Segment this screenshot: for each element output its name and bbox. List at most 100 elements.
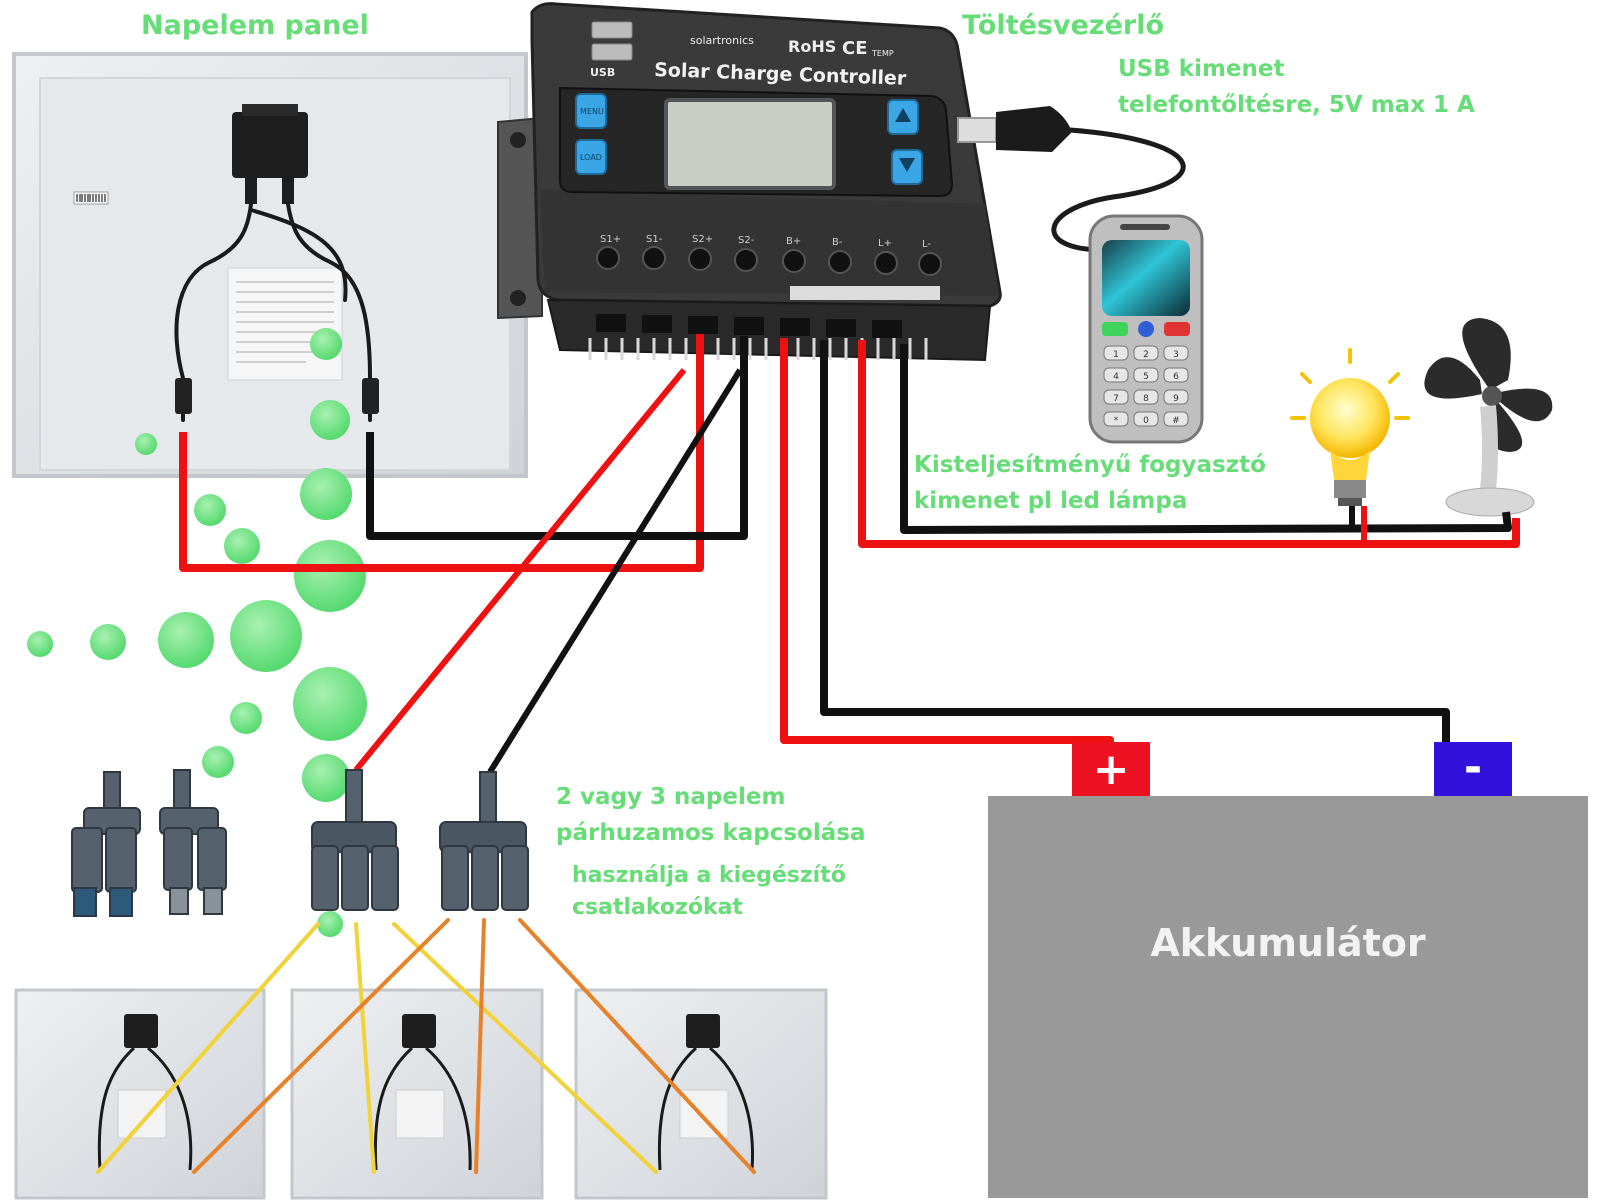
controller-barcode — [790, 286, 940, 300]
phone-key — [1163, 345, 1189, 361]
phone-key-label: * — [1114, 416, 1119, 426]
terminal-label: S1+ — [600, 234, 621, 245]
barcode-sticker — [73, 191, 109, 205]
usb-port-label: USB — [590, 66, 615, 79]
panel-cable — [174, 202, 372, 422]
terminal-label: L- — [922, 239, 931, 250]
battery-minus-sign: - — [1464, 742, 1482, 793]
menu-button-label: MENU — [580, 107, 604, 116]
phone-key-label: 5 — [1143, 372, 1149, 382]
rohs-mark: RoHS — [788, 37, 836, 56]
parallel-label-line1: 2 vagy 3 napelem — [556, 784, 786, 810]
usb-output-label-line1: USB kimenet — [1118, 56, 1285, 82]
phone-key — [1133, 411, 1159, 427]
phone-key-label: 9 — [1173, 394, 1179, 404]
phone-key-label: 2 — [1143, 350, 1149, 360]
parallel-wires — [96, 918, 756, 1174]
terminal-label: S2- — [738, 235, 755, 246]
wires — [179, 334, 1520, 774]
mobile-phone: 1 2 3 4 5 6 7 8 9 * 0 # — [1088, 214, 1204, 444]
load-button[interactable]: LOAD — [575, 139, 607, 175]
terminal-label: L+ — [878, 238, 892, 249]
parallel-positive-wire — [353, 368, 687, 772]
charge-controller: USB solartronics RoHS CE TEMP Solar Char… — [497, 2, 1002, 362]
load-positive-wire — [858, 340, 1520, 548]
usb-output-label-line2: telefontőltésre, 5V max 1 A — [1118, 92, 1475, 118]
battery-body — [988, 796, 1588, 1198]
branch-connectors — [71, 769, 529, 917]
light-bulb — [1290, 348, 1410, 506]
load-output-label-line2: kimenet pl led lámpa — [914, 488, 1188, 514]
y-connector — [71, 771, 141, 917]
main-solar-panel — [12, 52, 528, 478]
lcd-display — [664, 98, 836, 190]
phone-key-label: # — [1172, 416, 1180, 426]
decorative-bubbles — [27, 328, 367, 937]
phone-key-label: 4 — [1113, 372, 1119, 382]
panel-info-label — [227, 267, 343, 381]
ce-mark: CE — [842, 38, 868, 59]
phone-key-label: 8 — [1143, 394, 1149, 404]
load-button-label: LOAD — [580, 153, 602, 162]
phone-key — [1163, 389, 1189, 405]
triple-connector-negative — [439, 771, 529, 911]
triple-connector-positive — [311, 769, 399, 911]
down-button[interactable] — [891, 149, 923, 185]
phone-key-label: 1 — [1113, 350, 1119, 360]
phone-screen — [1102, 240, 1190, 316]
menu-button[interactable]: MENU — [575, 93, 607, 129]
battery: + - Akkumulátor — [988, 742, 1588, 1198]
phone-key — [1103, 411, 1129, 427]
load-negative-wire — [900, 344, 1512, 534]
battery-plus-terminal — [1072, 742, 1150, 796]
small-solar-panel-1 — [14, 988, 266, 1200]
phone-key-label: 0 — [1143, 416, 1149, 426]
terminal-label: S2+ — [692, 234, 713, 245]
terminal-label: B- — [832, 237, 843, 248]
phone-key — [1133, 389, 1159, 405]
phone-keypad: 1 2 3 4 5 6 7 8 9 * 0 # — [1103, 345, 1189, 427]
mc4-connector — [362, 378, 379, 414]
up-button[interactable] — [887, 99, 919, 135]
battery-label: Akkumulátor — [1150, 921, 1426, 965]
panel-title: Napelem panel — [141, 10, 369, 41]
controller-brand: solartronics — [690, 34, 754, 47]
terminal-labels: S1+ S1- S2+ S2- B+ B- L+ L- — [600, 234, 931, 250]
parallel-negative-wire — [487, 368, 743, 774]
phone-key-label: 3 — [1173, 350, 1179, 360]
down-arrow-icon — [899, 158, 915, 172]
panel-positive-wire — [179, 334, 704, 572]
battery-minus-terminal — [1434, 742, 1512, 796]
y-connector — [159, 769, 227, 915]
usb-cable — [957, 106, 1186, 253]
terminal-screws[interactable] — [596, 246, 942, 276]
battery-plus-sign: + — [1093, 744, 1130, 795]
phone-key-label: 7 — [1113, 394, 1119, 404]
parallel-label-line2: párhuzamos kapcsolása — [556, 820, 866, 846]
phone-key — [1103, 389, 1129, 405]
panel-negative-wire — [366, 336, 748, 540]
connectors-label-line2: csatlakozókat — [572, 895, 743, 920]
terminal-slots — [596, 314, 902, 338]
connectors-label-line1: használja a kiegészítő — [572, 863, 846, 888]
temp-label: TEMP — [871, 49, 894, 58]
phone-key — [1163, 411, 1189, 427]
battery-negative-wire — [820, 340, 1450, 744]
terminal-label: S1- — [646, 234, 663, 245]
phone-key — [1103, 345, 1129, 361]
small-solar-panel-2 — [290, 988, 544, 1200]
phone-key-label: 6 — [1173, 372, 1179, 382]
controller-title: Töltésvezérlő — [962, 10, 1165, 41]
desk-fan — [1424, 318, 1553, 517]
mc4-connector — [175, 378, 192, 414]
terminal-label: B+ — [786, 236, 801, 247]
phone-key — [1133, 367, 1159, 383]
up-arrow-icon — [895, 108, 911, 122]
usb-ports — [591, 21, 633, 61]
load-output-label-line1: Kisteljesítményű fogyasztó — [914, 452, 1266, 478]
junction-box — [232, 104, 308, 204]
phone-key — [1103, 367, 1129, 383]
phone-key — [1163, 367, 1189, 383]
phone-key — [1133, 345, 1159, 361]
